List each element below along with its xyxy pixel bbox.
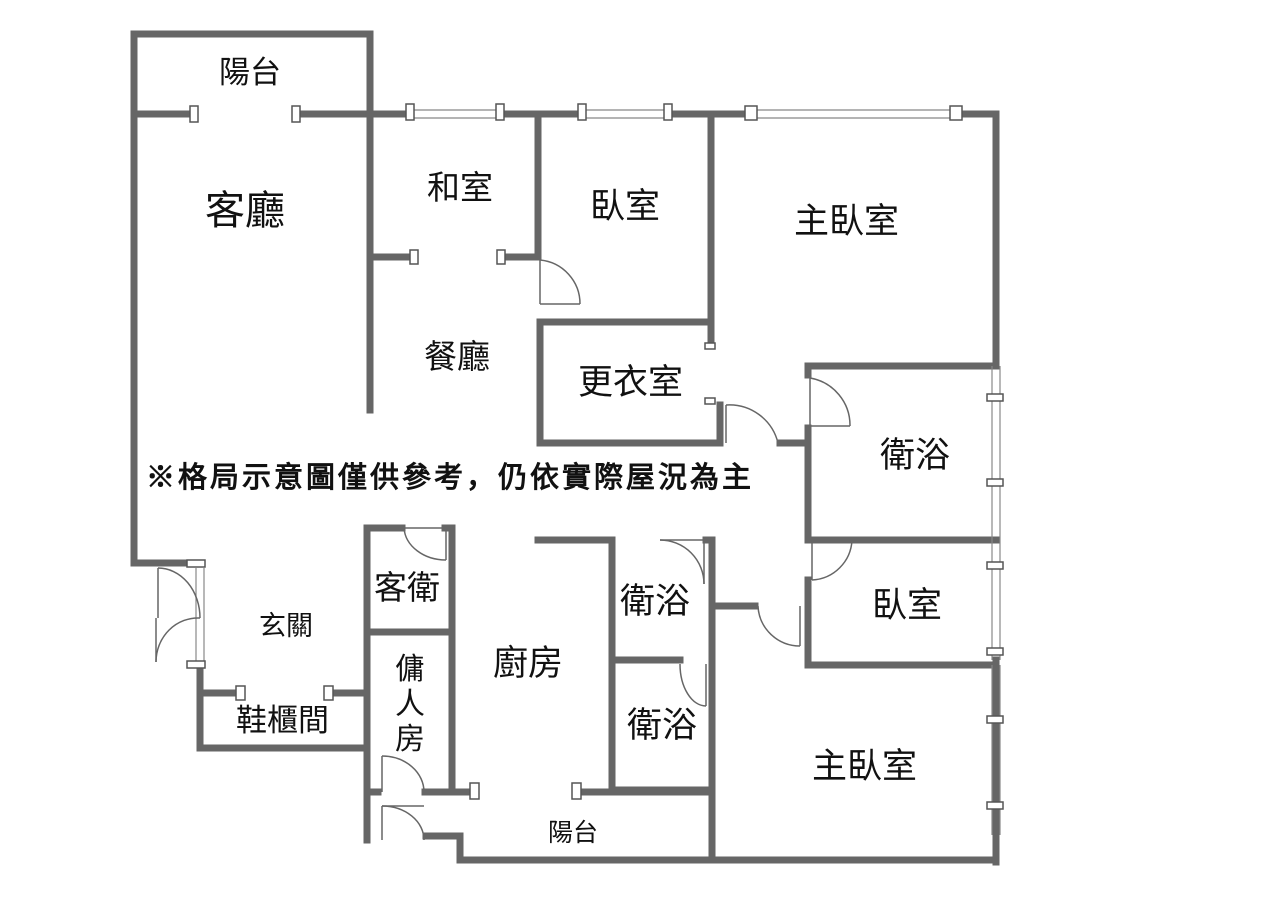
room-label-japanese-room: 和室 xyxy=(427,168,493,207)
doors xyxy=(155,259,853,841)
maid-room-char-3: 房 xyxy=(395,722,425,757)
room-label-bathroom-mid-bottom: 衛浴 xyxy=(627,706,698,746)
room-label-entrance: 玄關 xyxy=(259,611,313,642)
disclaimer-note: ※格局示意圖僅供參考，仍依實際屋況為主 xyxy=(146,460,755,494)
room-label-guest-bathroom: 客衛 xyxy=(374,568,440,607)
maid-room-char-2: 人 xyxy=(395,687,425,722)
room-label-bathroom-mid-top: 衛浴 xyxy=(620,582,691,622)
room-label-master-bedroom-top: 主臥室 xyxy=(794,202,900,242)
room-label-bathroom-right-top: 衛浴 xyxy=(880,436,951,476)
room-label-walk-in-closet: 更衣室 xyxy=(578,363,684,403)
room-label-dining-room: 餐廳 xyxy=(424,337,490,376)
room-label-living-room: 客廳 xyxy=(205,188,285,234)
room-label-bedroom-right: 臥室 xyxy=(872,586,943,626)
room-label-balcony-top: 陽台 xyxy=(219,55,281,91)
posts xyxy=(186,103,1004,810)
room-label-maid-room: 傭 人 房 xyxy=(393,652,427,757)
walls xyxy=(130,30,1000,866)
room-label-kitchen: 廚房 xyxy=(493,644,564,684)
room-label-shoe-closet: 鞋櫃間 xyxy=(236,703,329,739)
room-label-balcony-bottom: 陽台 xyxy=(548,818,599,847)
maid-room-char-1: 傭 xyxy=(395,652,425,687)
room-label-master-bedroom-bottom: 主臥室 xyxy=(812,747,918,787)
room-label-bedroom-top: 臥室 xyxy=(590,187,661,227)
